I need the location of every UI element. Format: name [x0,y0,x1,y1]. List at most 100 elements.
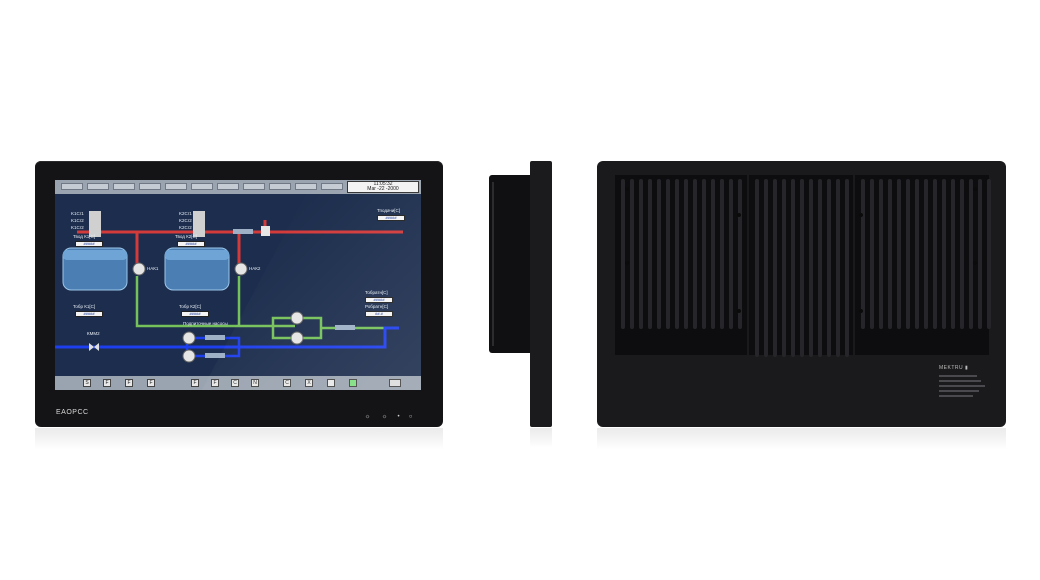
nav-button[interactable]: F [103,379,111,387]
brightness-down-button[interactable]: ☼ [364,414,371,420]
heatsink-fin [773,179,777,357]
toolbar-button[interactable] [191,183,213,190]
tvod-k1-label: Твод К1[C] [73,234,96,239]
bottom-toolbar: S F F F F F C N C X [55,376,421,390]
heatsink-fin [720,179,724,329]
power-button[interactable]: ○ [408,414,413,420]
label-line [939,385,985,387]
heatsink-fin [845,179,849,357]
toolbar-button[interactable] [217,183,239,190]
toolbar-button[interactable] [295,183,317,190]
tobr-k2-label: Тобр К2[C] [179,304,202,309]
nak2-label: НАК2 [249,266,261,271]
robratn-value: ##.# [365,311,393,317]
nav-button[interactable]: X [305,379,313,387]
front-reflection [35,428,443,450]
exit-button[interactable] [389,379,401,387]
toolbar-button[interactable] [321,183,343,190]
heatsink-fin [942,179,946,329]
heatsink-left [615,175,747,355]
process-diagram [55,211,403,363]
heatsink-fin [960,179,964,329]
nav-button-active[interactable] [349,379,357,387]
tvod-k2-value: ##### [177,241,205,247]
heatsink-fin [978,179,982,329]
tvod-k1-value: ##### [75,241,103,247]
nav-button[interactable]: C [231,379,239,387]
heatsink-fin [702,179,706,329]
heatsink-fin [861,179,865,329]
heatsink-fin [657,179,661,329]
heatsink-fin [933,179,937,329]
nav-button[interactable] [327,379,335,387]
brightness-up-button[interactable]: ☼ [381,414,388,420]
side-port-strip [492,182,494,346]
heatsink-fin [809,179,813,357]
hmi-screen: 11:05:32 Mar -22 -2000 [55,180,421,390]
k1-sensor-label: K1Cr2 [71,225,84,230]
mount-hole [973,187,977,191]
heatsink-fin [800,179,804,357]
k1-sensor-label: K1Cr2 [71,218,84,223]
label-line [939,390,979,392]
heatsink-fin [684,179,688,329]
heatsink-fin [630,179,634,329]
back-brand: MEKTRU ▮ [939,365,969,371]
side-bezel [530,161,552,427]
heatsink-fin [621,179,625,329]
clock-time: 11:05:32 [373,181,393,187]
nav-button[interactable]: F [211,379,219,387]
label-line [939,375,977,377]
heatsink-fin [836,179,840,357]
heatsink-fin [755,179,759,357]
k2-sensor-label: K2Cr2 [179,225,192,230]
tvod-k2-label: Твод К2[C] [175,234,198,239]
toolbar-button[interactable] [61,183,83,190]
nav-button[interactable]: F [125,379,133,387]
heatsink-fin [906,179,910,329]
tpodacha-label: Тподачи[C] [377,208,401,213]
k2-sensor-label: K2Cr1 [179,211,192,216]
mount-hole [625,187,629,191]
heatsink-fin [888,179,892,329]
label-line [939,395,973,397]
toolbar-button[interactable] [165,183,187,190]
heatsink-fin [675,179,679,329]
tpodacha-value: ##### [377,215,405,221]
back-reflection [597,428,1006,450]
nav-button[interactable]: S [83,379,91,387]
front-panel: 11:05:32 Mar -22 -2000 [35,161,443,427]
nav-button[interactable]: C [283,379,291,387]
toolbar-button[interactable] [139,183,161,190]
clock-display: 11:05:32 Mar -22 -2000 [347,181,419,193]
heatsink-fin [711,179,715,329]
tobr-k1-label: Тобр К1[C] [73,304,96,309]
heatsink-right [855,175,989,355]
mount-hole [737,213,741,217]
toolbar-button[interactable] [87,183,109,190]
tobr-k2-value: ##### [181,311,209,317]
nav-button[interactable]: F [191,379,199,387]
mount-hole [859,309,863,313]
mount-hole [859,213,863,217]
mount-hole [737,309,741,313]
toolbar-button[interactable] [243,183,265,190]
nav-button[interactable]: N [251,379,259,387]
heatsink-fin [764,179,768,357]
k1-sensor-label: K1Cr1 [71,211,84,216]
toolbar-button[interactable] [269,183,291,190]
heatsink-fin [951,179,955,329]
k2-sensor-label: K2Cr2 [179,218,192,223]
heatsink-fin [879,179,883,329]
heatsink-fin [827,179,831,357]
toolbar-button[interactable] [113,183,135,190]
heatsink-fin [639,179,643,329]
heatsink-fin [818,179,822,357]
heatsink-fin [738,179,742,329]
heatsink-fin [782,179,786,357]
heatsink-fin [693,179,697,329]
heatsink-fin [729,179,733,329]
nak1-label: НАК1 [147,266,159,271]
nav-button[interactable]: F [147,379,155,387]
heatsink-fin [915,179,919,329]
